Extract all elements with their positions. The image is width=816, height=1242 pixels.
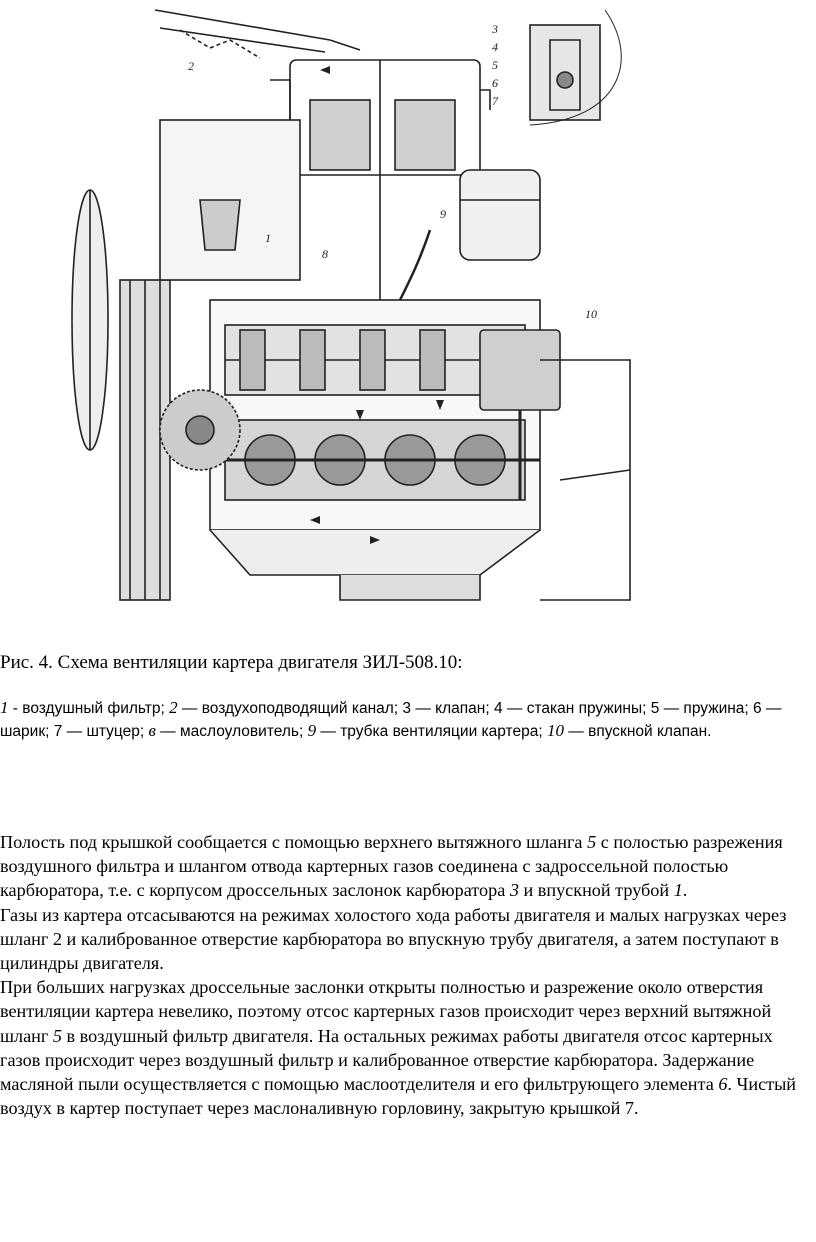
legend-num-1: 1 bbox=[0, 698, 9, 717]
callout-8: 8 bbox=[322, 247, 328, 261]
callout-7: 7 bbox=[492, 94, 499, 108]
legend-text-10: — впускной клапан. bbox=[563, 723, 712, 740]
paragraph-3: При больших нагрузках дроссельные заслон… bbox=[0, 977, 797, 1119]
legend-text-1: - воздушный фильтр; bbox=[8, 700, 170, 717]
callout-3: 3 bbox=[491, 22, 498, 36]
figure-caption-title: Рис. 4. Схема вентиляции картера двигате… bbox=[0, 652, 463, 673]
engine-cross-section-drawing: 2 1 8 9 10 3 4 5 6 7 bbox=[71, 9, 631, 601]
legend-num-2: 2 bbox=[169, 698, 178, 717]
callout-5: 5 bbox=[492, 58, 498, 72]
legend-num-9: 9 bbox=[307, 721, 317, 740]
paragraph-2: Газы из картера отсасываются на режимах … bbox=[0, 904, 787, 974]
callout-6: 6 bbox=[492, 76, 498, 90]
callout-1: 1 bbox=[265, 231, 271, 245]
callout-10: 10 bbox=[585, 307, 597, 321]
figure-legend: 1 - воздушный фильтр; 2 — воздухоподводя… bbox=[0, 697, 800, 743]
legend-num-10: 10 bbox=[546, 721, 564, 740]
callout-4: 4 bbox=[492, 40, 498, 54]
legend-text-8: — маслоуловитель; bbox=[155, 723, 308, 740]
legend-text-2: — воздухоподводящий канал; 3 — клапан; 4… bbox=[0, 700, 782, 740]
legend-num-8: в bbox=[148, 721, 156, 740]
callout-2: 2 bbox=[188, 59, 194, 73]
legend-text-9: — трубка вентиляции картера; bbox=[316, 723, 547, 740]
body-text: Полость под крышкой сообщается с помощью… bbox=[0, 830, 814, 1120]
paragraph-1: Полость под крышкой сообщается с помощью… bbox=[0, 832, 783, 901]
callout-9: 9 bbox=[440, 207, 446, 221]
engine-ventilation-diagram: 2 1 8 9 10 3 4 5 6 7 bbox=[60, 0, 640, 620]
